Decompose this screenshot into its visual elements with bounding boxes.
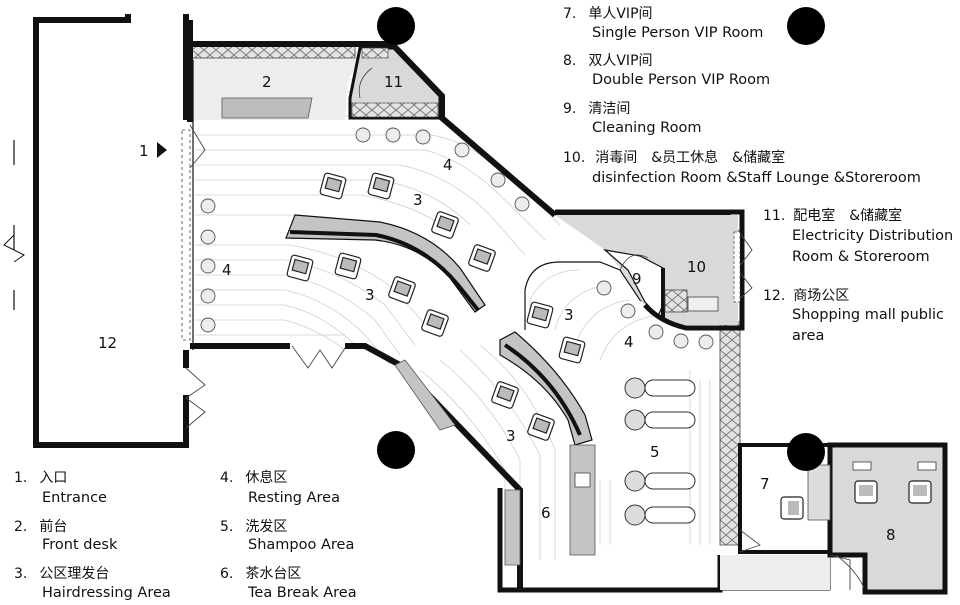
structural-columns xyxy=(377,7,825,471)
resting-seats xyxy=(200,127,714,350)
shampoo-beds xyxy=(624,377,696,526)
hairdressing-counters xyxy=(285,214,593,446)
legend-5-cn: 5.洗发区 xyxy=(220,519,287,535)
tea-break-and-vip xyxy=(497,442,948,595)
legend-6-en: Tea Break Area xyxy=(247,585,357,601)
legend-6-cn: 6.茶水台区 xyxy=(220,566,301,582)
mall-public-area xyxy=(3,14,189,448)
legend-12-en1: Shopping mall public xyxy=(792,307,944,323)
label-4c: 4 xyxy=(624,333,634,351)
room-9-10 xyxy=(555,209,753,331)
label-3c: 3 xyxy=(564,306,574,324)
label-4a: 4 xyxy=(443,156,453,174)
area-labels: 1 2 3 3 3 3 4 4 4 5 6 7 8 9 10 11 12 xyxy=(98,73,896,544)
legend-7-cn: 7.单人VIP间 xyxy=(563,6,653,22)
legend-right: 7.单人VIP间 Single Person VIP Room 8.双人VIP间… xyxy=(563,6,921,186)
legend-1-en: Entrance xyxy=(42,490,107,506)
legend-3-cn: 3.公区理发台 xyxy=(14,566,109,582)
label-3b: 3 xyxy=(365,286,375,304)
legend-11-cn: 11.配电室 &储藏室 xyxy=(763,207,902,224)
front-desk-counter xyxy=(221,97,313,119)
legend-8-en: Double Person VIP Room xyxy=(592,72,770,88)
label-3a: 3 xyxy=(413,191,423,209)
label-6: 6 xyxy=(541,504,551,522)
legend-3-en: Hairdressing Area xyxy=(42,585,171,601)
label-8: 8 xyxy=(886,526,896,544)
legend-left: 1.入口 Entrance 2.前台 Front desk 3.公区理发台 Ha… xyxy=(14,470,171,601)
label-11: 11 xyxy=(384,73,403,91)
label-5: 5 xyxy=(650,443,660,461)
legend-8-cn: 8.双人VIP间 xyxy=(563,53,653,69)
entrance-opening xyxy=(181,129,191,341)
label-7: 7 xyxy=(760,475,770,493)
bottom-door[interactable] xyxy=(291,345,346,369)
legend-4-en: Resting Area xyxy=(248,490,340,506)
label-9: 9 xyxy=(632,270,642,288)
label-12: 12 xyxy=(98,334,117,352)
legend-12-cn: 12.商场公区 xyxy=(763,288,849,304)
legend-11-en1: Electricity Distribution xyxy=(792,228,953,244)
front-desk-zone xyxy=(189,45,360,120)
legend-10-cn: 10.消毒间 &员工休息 &储藏室 xyxy=(563,149,785,166)
legend-10-en: disinfection Room &Staff Lounge &Storero… xyxy=(592,170,921,186)
legend-9-cn: 9.清洁间 xyxy=(563,101,630,117)
legend-mid: 4.休息区 Resting Area 5.洗发区 Shampoo Area 6.… xyxy=(220,469,357,601)
legend-5-en: Shampoo Area xyxy=(248,537,354,553)
legend-2-en: Front desk xyxy=(42,537,118,553)
legend-12-en2: area xyxy=(792,328,824,344)
legend-2-cn: 2.前台 xyxy=(14,518,67,535)
salon-walls xyxy=(183,20,557,590)
hairdressing-chairs xyxy=(286,172,586,441)
legend-side: 11.配电室 &储藏室 Electricity Distribution Roo… xyxy=(763,207,953,344)
legend-11-en2: Room & Storeroom xyxy=(792,249,930,265)
label-10: 10 xyxy=(687,258,706,276)
entrance-door[interactable] xyxy=(157,124,206,169)
legend-1-cn: 1.入口 xyxy=(14,470,67,486)
legend-7-en: Single Person VIP Room xyxy=(592,25,763,41)
label-3d: 3 xyxy=(506,427,516,445)
legend-4-cn: 4.休息区 xyxy=(220,469,287,486)
label-2: 2 xyxy=(262,73,272,91)
lower-left-door[interactable] xyxy=(185,367,206,429)
label-1: 1 xyxy=(139,142,149,160)
label-4b: 4 xyxy=(222,261,232,279)
legend-9-en: Cleaning Room xyxy=(592,120,701,136)
